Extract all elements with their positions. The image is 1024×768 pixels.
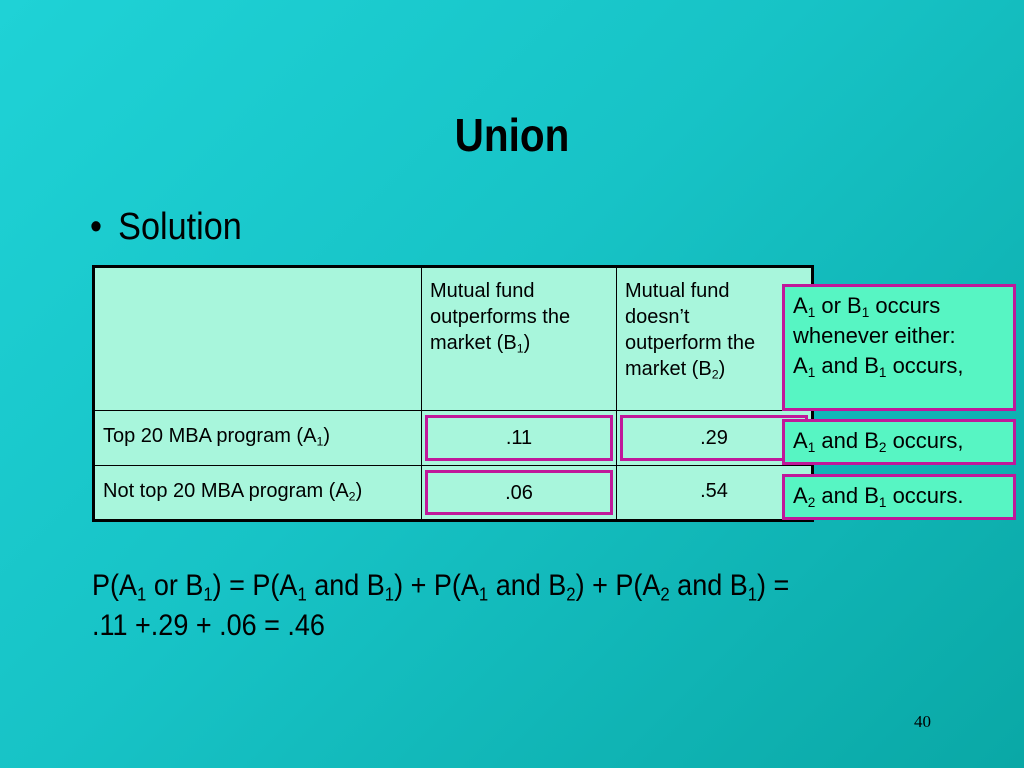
note-box-a2-b1: A2 and B1 occurs.	[782, 474, 1016, 520]
bullet-text: Solution	[118, 206, 242, 248]
bullet-dot: •	[90, 206, 102, 248]
highlight-box: .29	[620, 415, 808, 461]
header-corner-cell	[93, 266, 422, 411]
table-row: Top 20 MBA program (A1) .11 .29	[93, 410, 813, 466]
note-box-a1-b2: A1 and B2 occurs,	[782, 419, 1016, 465]
bullet-item: • Solution	[90, 206, 242, 249]
row-label-a2: Not top 20 MBA program (A2)	[93, 465, 422, 521]
highlight-box: .11	[425, 415, 613, 461]
probability-table: Mutual fund outperforms the market (B1) …	[92, 265, 814, 522]
cell-a2-b1: .06	[421, 465, 617, 521]
slide-title: Union	[454, 109, 570, 161]
cell-a2-b2: .54	[616, 465, 813, 521]
row-label-a1: Top 20 MBA program (A1)	[93, 410, 422, 466]
header-cell-b1: Mutual fund outperforms the market (B1)	[421, 266, 617, 411]
table-row: Not top 20 MBA program (A2) .06 .54	[93, 465, 813, 521]
cell-a1-b1: .11	[421, 410, 617, 466]
union-formula: P(A1 or B1) = P(A1 and B1) + P(A1 and B2…	[92, 569, 790, 642]
header-cell-b2: Mutual fund doesn’t outperform the marke…	[616, 266, 813, 411]
note-box-union-definition: A1 or B1 occurs whenever either: A1 and …	[782, 284, 1016, 411]
highlight-box: .06	[425, 470, 613, 515]
table-header-row: Mutual fund outperforms the market (B1) …	[93, 266, 813, 411]
page-number: 40	[914, 712, 931, 731]
formula-result: .11 +.29 + .06 = .46	[92, 609, 325, 642]
